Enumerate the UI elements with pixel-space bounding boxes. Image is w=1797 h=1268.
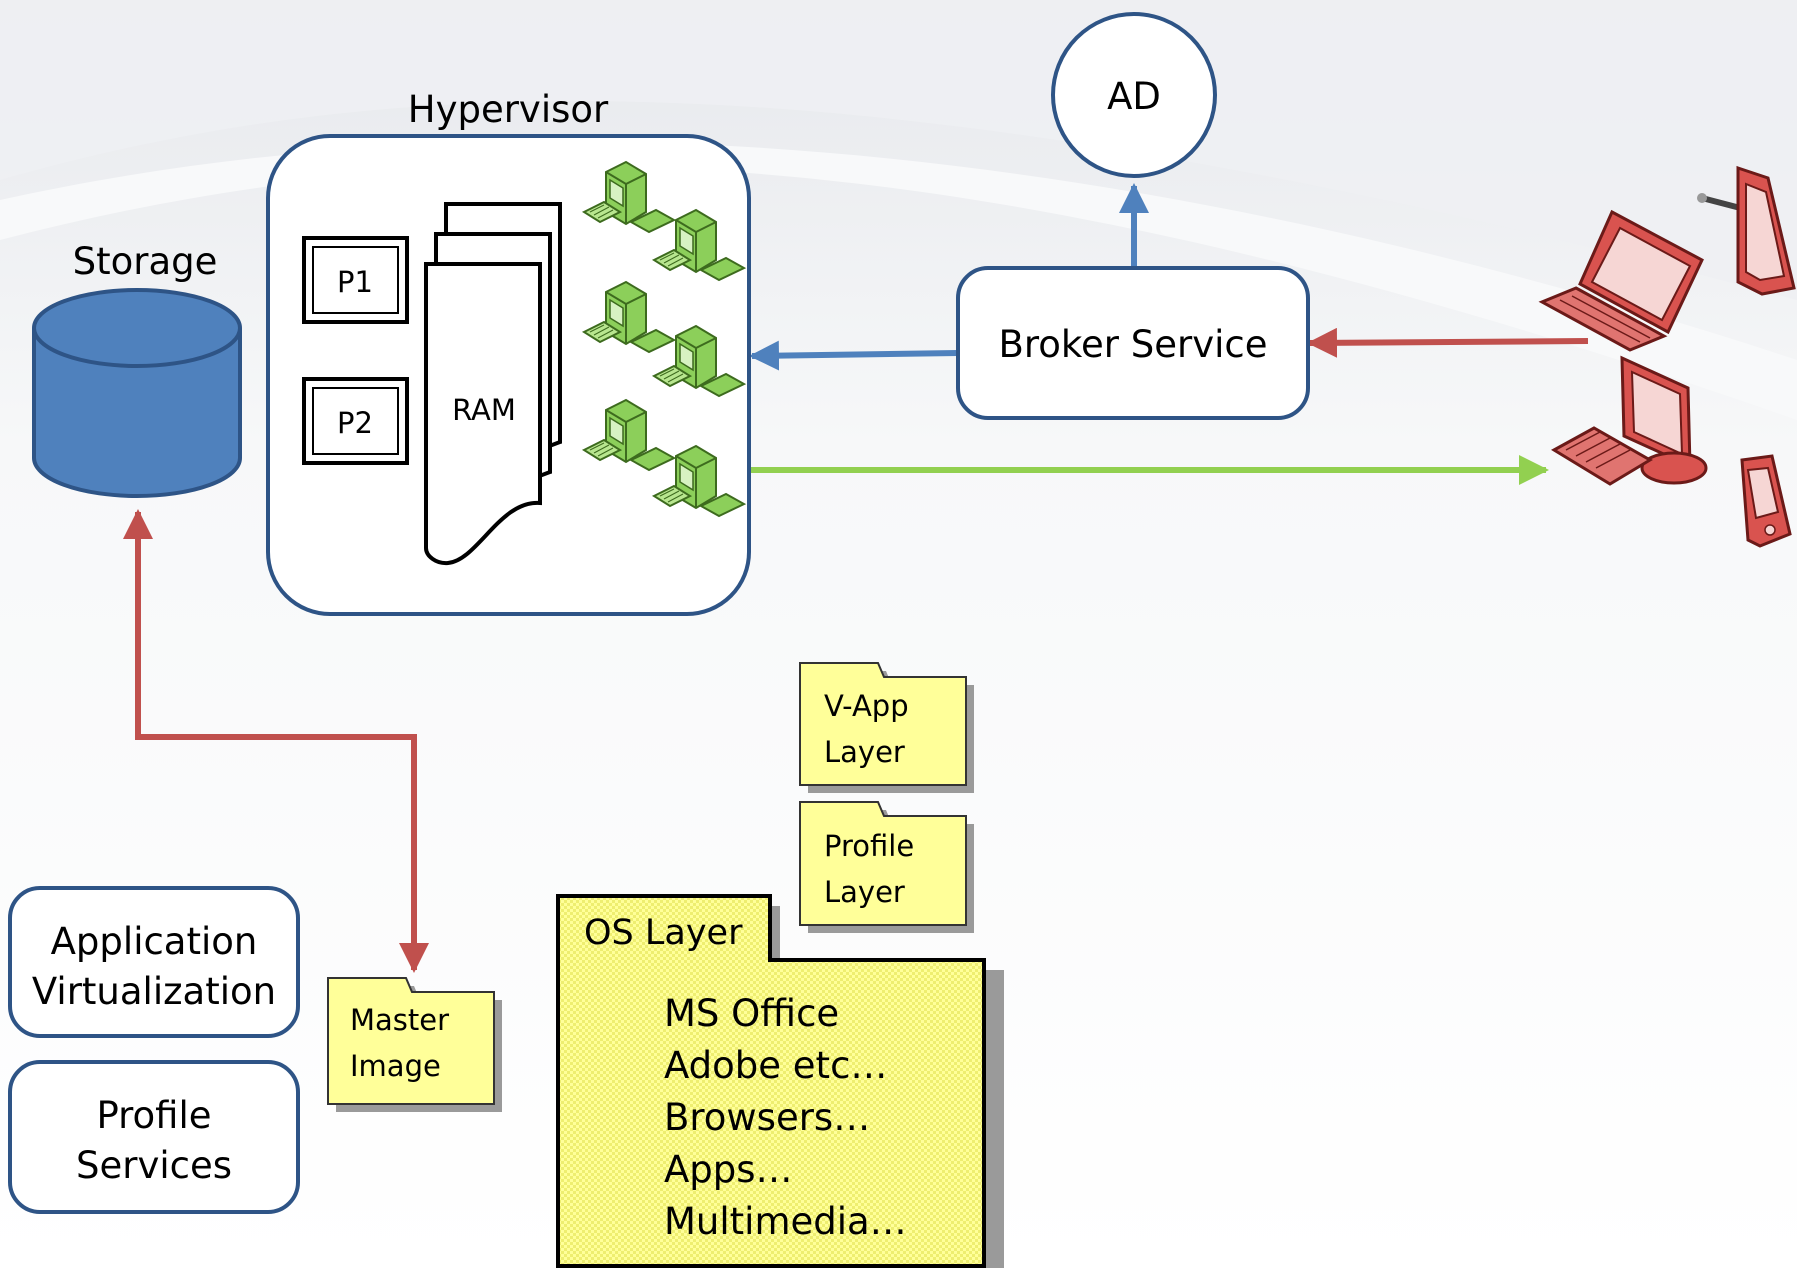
profile-services-line2: Services — [76, 1144, 232, 1187]
profile-layer-line2: Layer — [824, 875, 905, 909]
hypervisor[interactable]: Hypervisor P1 P2 RAM — [266, 88, 751, 616]
profile-layer-line1: Profile — [824, 829, 914, 863]
os-layer-item: Apps… — [664, 1148, 793, 1191]
os-layer-items: MS Office Adobe etc… Browsers… Apps… Mul… — [664, 992, 907, 1243]
processor-chip-p2: P2 — [302, 377, 409, 465]
mobile-phone-icon — [1740, 454, 1792, 548]
tablet-icon — [1736, 165, 1796, 296]
database-icon — [32, 288, 242, 498]
storage[interactable]: Storage — [32, 240, 242, 498]
profile-layer-folder[interactable]: Profile Layer — [799, 801, 974, 933]
ad-node[interactable]: AD — [1051, 12, 1217, 178]
vapp-layer-folder[interactable]: V-App Layer — [799, 662, 974, 793]
profile-services-line1: Profile — [96, 1094, 211, 1137]
p2-label: P2 — [337, 406, 373, 440]
application-virtualization[interactable]: Application Virtualization — [8, 886, 300, 1038]
processor-chip-p1: P1 — [302, 236, 409, 324]
p1-label: P1 — [337, 265, 373, 299]
laptop-icon — [1538, 209, 1704, 352]
master-image-line2: Image — [350, 1049, 441, 1083]
client-devices — [1538, 165, 1796, 548]
profile-services[interactable]: Profile Services — [8, 1060, 300, 1214]
ad-label: AD — [1107, 75, 1161, 118]
memory-stack-icon: RAM — [424, 202, 562, 566]
vapp-layer-line1: V-App — [824, 689, 909, 723]
storage-label: Storage — [73, 240, 218, 283]
broker-to-hypervisor-arrow — [749, 340, 959, 371]
os-layer-item: MS Office — [664, 992, 839, 1035]
clients-to-broker-arrow — [1307, 327, 1589, 358]
master-image-line1: Master — [350, 1003, 449, 1037]
desktop-computer-icon — [1551, 355, 1708, 486]
os-layer-label: OS Layer — [584, 913, 743, 953]
broker-service[interactable]: Broker Service — [956, 266, 1310, 420]
hypervisor-label: Hypervisor — [408, 88, 609, 131]
ram-label: RAM — [452, 393, 516, 427]
os-layer-item: Adobe etc… — [664, 1044, 887, 1087]
broker-service-label: Broker Service — [998, 323, 1267, 366]
os-layer-item: Multimedia… — [664, 1200, 907, 1243]
master-image-folder[interactable]: Master Image — [327, 977, 502, 1112]
vapp-layer-line2: Layer — [824, 735, 905, 769]
os-layer-folder[interactable]: OS Layer MS Office Adobe etc… Browsers… … — [556, 894, 1004, 1268]
storage-master-image-arrow — [123, 509, 429, 973]
app-virt-line1: Application — [51, 920, 258, 963]
os-layer-item: Browsers… — [664, 1096, 870, 1139]
app-virt-line2: Virtualization — [32, 970, 276, 1013]
